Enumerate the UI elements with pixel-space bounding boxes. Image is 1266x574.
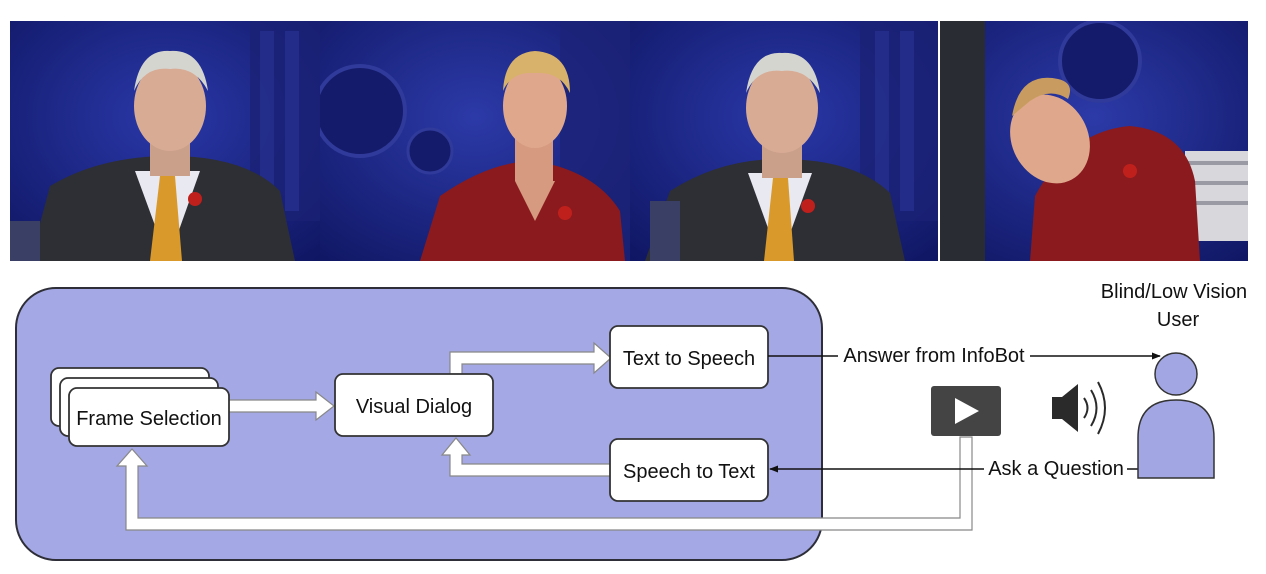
frame-selection-node: Frame Selection: [50, 367, 230, 447]
person-icon: [1137, 352, 1215, 479]
video-frame-4: [940, 21, 1248, 261]
play-button-icon: [931, 386, 1001, 436]
answer-label: Answer from InfoBot: [843, 345, 1025, 367]
question-label: Ask a Question: [988, 458, 1124, 480]
arrow-player-to-frame-selection: [115, 436, 973, 531]
video-frame-3: [630, 21, 938, 261]
speaker-icon: [1052, 381, 1106, 435]
arrow-dialog-to-tts: [449, 341, 612, 375]
visual-dialog-node: Visual Dialog: [334, 373, 494, 437]
speech-to-text-label: Speech to Text: [623, 461, 755, 483]
arrow-frame-to-dialog: [227, 390, 335, 422]
user-label-line2: User: [1157, 309, 1200, 331]
text-to-speech-node: Text to Speech: [609, 325, 769, 389]
user-label-line1: Blind/Low Vision: [1101, 281, 1247, 303]
arrow-stt-to-dialog: [440, 437, 612, 477]
text-to-speech-label: Text to Speech: [623, 348, 755, 370]
visual-dialog-label: Visual Dialog: [356, 396, 472, 418]
speech-to-text-node: Speech to Text: [609, 438, 769, 502]
video-frame-1: [10, 21, 320, 261]
video-frame-2: [320, 21, 630, 261]
frame-selection-label: Frame Selection: [76, 408, 222, 430]
video-frames-strip: [10, 21, 1248, 261]
